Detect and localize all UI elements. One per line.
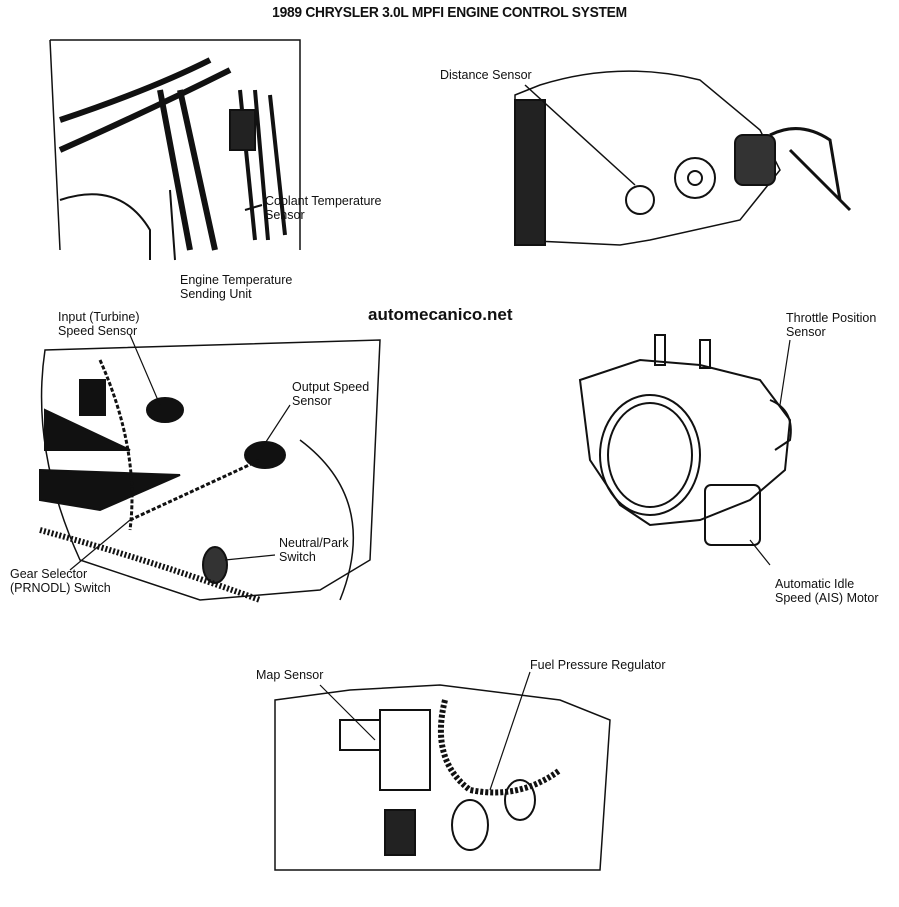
label-line: Sending Unit (180, 287, 252, 301)
label-line: Automatic Idle (775, 577, 855, 591)
label-line: Fuel Pressure Regulator (530, 658, 666, 672)
throttle-body-illustration (578, 334, 792, 566)
label-line: Distance Sensor (440, 68, 532, 82)
label-map-sensor: Map Sensor (256, 668, 323, 682)
diagram-title: 1989 CHRYSLER 3.0L MPFI ENGINE CONTROL S… (272, 4, 627, 21)
label-line: Output Speed (292, 380, 370, 394)
label-line: Speed (AIS) Motor (775, 591, 879, 605)
label-line: Throttle Position (786, 311, 877, 325)
distance-sensor-illustration (514, 70, 852, 246)
label-line: Sensor (786, 325, 826, 339)
label-line: Engine Temperature (180, 273, 293, 287)
label-line: Sensor (292, 394, 332, 408)
label-fuel-pressure-regulator: Fuel Pressure Regulator (530, 658, 665, 672)
label-input-speed-sensor: Input (Turbine)Speed Sensor (58, 310, 140, 338)
transmission-sensors-illustration (39, 334, 381, 603)
label-line: Sensor (265, 208, 305, 222)
label-distance-sensor: Distance Sensor (440, 68, 532, 82)
label-line: (PRNODL) Switch (10, 581, 111, 595)
coolant-sensor-illustration (49, 39, 301, 261)
label-line: Input (Turbine) (58, 310, 140, 324)
label-line: Gear Selector (10, 567, 88, 581)
watermark: automecanico.net (368, 305, 513, 324)
label-line: Coolant Temperature (265, 194, 382, 208)
label-line: Map Sensor (256, 668, 324, 682)
label-line: Neutral/Park (279, 536, 349, 550)
label-line: Switch (279, 550, 316, 564)
label-gear-selector-switch: Gear Selector(PRNODL) Switch (10, 567, 111, 595)
label-line: Speed Sensor (58, 324, 138, 338)
map-sensor-illustration (274, 671, 611, 871)
